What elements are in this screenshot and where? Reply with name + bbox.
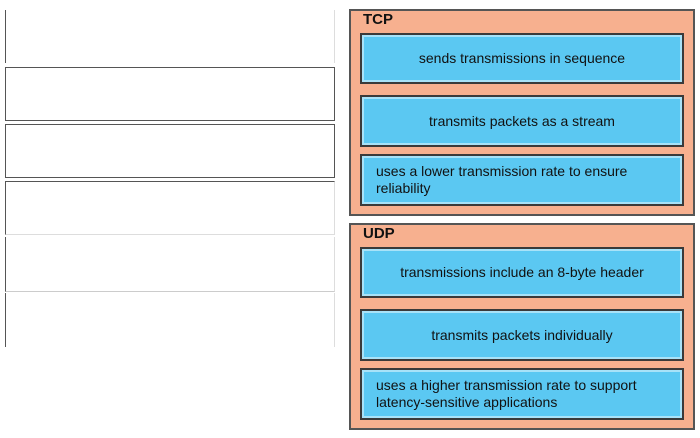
udp-category-panel: UDP transmissions include an 8-byte head… [349, 223, 695, 430]
item-label: transmits packets individually [431, 326, 613, 343]
tcp-category-panel: TCP sends transmissions in sequence tran… [349, 9, 695, 216]
tcp-title: TCP [363, 11, 393, 28]
udp-item-individually[interactable]: transmits packets individually [360, 309, 684, 361]
tcp-item-sequence[interactable]: sends transmissions in sequence [360, 33, 684, 84]
item-label: transmits packets as a stream [429, 112, 615, 129]
item-label: uses a higher transmission rate to suppo… [376, 377, 637, 410]
drop-slot-3[interactable] [5, 124, 335, 178]
item-label: uses a lower transmission rate to ensure… [376, 163, 628, 196]
tcp-item-reliability[interactable]: uses a lower transmission rate to ensure… [360, 154, 684, 206]
drop-slot-2[interactable] [5, 67, 335, 121]
drop-slot-4[interactable] [5, 181, 335, 235]
drop-slot-5[interactable] [5, 237, 335, 292]
tcp-item-stream[interactable]: transmits packets as a stream [360, 95, 684, 147]
item-label: sends transmissions in sequence [418, 50, 626, 66]
udp-item-header[interactable]: transmissions include an 8-byte header [360, 247, 684, 298]
drop-slot-1[interactable] [5, 10, 335, 63]
udp-title: UDP [363, 225, 395, 242]
drop-slot-6[interactable] [5, 293, 335, 347]
item-label: transmissions include an 8-byte header [400, 264, 644, 280]
udp-item-latency[interactable]: uses a higher transmission rate to suppo… [360, 368, 684, 420]
